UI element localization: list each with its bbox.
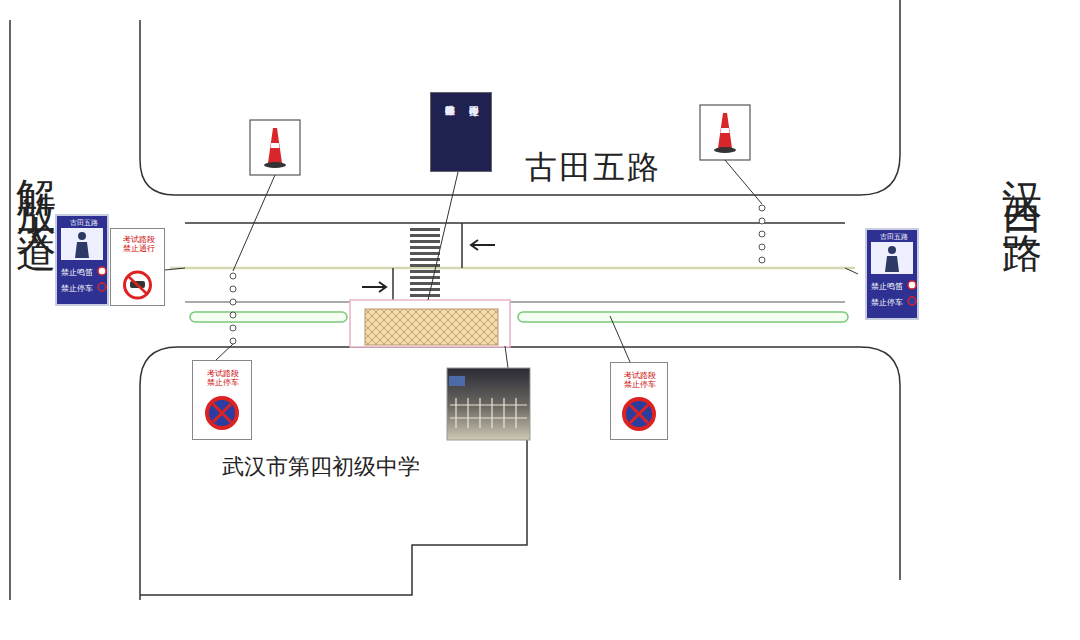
cone-dot: [759, 205, 765, 211]
sign-text: 考试路段 禁止通行: [118, 235, 159, 253]
cone-dot: [759, 218, 765, 224]
no-parking-icon: [98, 283, 106, 291]
leader-line: [428, 172, 458, 300]
block-edge: [9, 20, 11, 600]
cone-dot: [759, 257, 765, 263]
road-name: 解放大道: [14, 148, 58, 220]
school-wall: [140, 415, 527, 595]
prohibition-cross: [630, 405, 648, 423]
police-panel: [871, 242, 913, 274]
cone-base: [714, 147, 736, 153]
police-figure: [75, 242, 89, 258]
traffic-notice-sign: 古田五路禁止鸣笛禁止停车: [865, 228, 919, 320]
traffic-cone: [718, 113, 732, 148]
cone-frame: [250, 120, 300, 175]
sign-text: 禁止停车: [871, 298, 907, 307]
sign-text: 禁止鸣笛: [61, 268, 97, 277]
lane-line: [185, 302, 845, 303]
cone-dot: [230, 273, 236, 279]
lane-line: [170, 267, 855, 270]
cone-dot: [230, 299, 236, 305]
cone-base: [264, 162, 286, 168]
sign-text: 古田五路: [869, 233, 919, 241]
leader-line: [233, 175, 275, 271]
leader-line: [725, 160, 762, 204]
barrier-fence: [450, 398, 527, 428]
green-belt: [190, 312, 347, 322]
block-edge: [140, 0, 900, 195]
lane-line: [185, 222, 845, 224]
no-horn-icon: [908, 281, 916, 289]
no-parking-symbol: [207, 398, 237, 428]
cone-stripe: [721, 128, 730, 133]
road-name: 汉西三路: [1000, 148, 1044, 220]
direction-arrow: [362, 282, 386, 292]
leader-line: [216, 344, 233, 360]
cone-dot: [230, 312, 236, 318]
prohibition-cross: [213, 404, 231, 422]
prohibition-slash: [128, 276, 147, 294]
photo-detail: [449, 376, 465, 386]
no-entry-sign: 考试路段 禁止通行: [110, 228, 165, 306]
cone-stripe: [271, 143, 280, 148]
direction-arrow: [471, 240, 495, 250]
police-figure: [78, 232, 86, 240]
cone-frame: [700, 105, 750, 160]
lane-line: [392, 268, 394, 302]
no-parking-icon: [908, 297, 916, 305]
cone-dot: [759, 244, 765, 250]
crosswalk: [410, 227, 440, 299]
green-belt: [518, 312, 848, 322]
police-figure: [885, 256, 899, 272]
leader-line: [505, 346, 508, 368]
road-name: 古田五路: [525, 150, 661, 185]
traffic-cone: [268, 128, 282, 163]
no-vehicle-symbol: [125, 272, 151, 298]
no-parking-symbol: [624, 399, 654, 429]
no-parking-sign: 考试路段 禁止停车: [610, 362, 668, 440]
leader-line: [610, 316, 630, 362]
lane-line: [461, 223, 463, 268]
school-gate-area: [350, 300, 510, 347]
leader-line: [845, 268, 858, 274]
pickup-stop-sign: 考生即停即走接送临时停车处: [430, 92, 492, 172]
block-edge: [140, 347, 900, 600]
leader-line: [165, 268, 185, 270]
gate-hatch: [365, 309, 498, 345]
cone-dot: [759, 231, 765, 237]
car-icon: [130, 281, 145, 288]
cone-dot: [230, 286, 236, 292]
barrier-photo: [447, 368, 530, 440]
sign-text: 古田五路: [59, 219, 109, 227]
sign-text: 禁止停车: [61, 284, 97, 293]
cone-dot: [230, 325, 236, 331]
sign-text: 考试路段 禁止停车: [620, 371, 660, 389]
sign-text: 考试路段 禁止停车: [203, 369, 243, 387]
traffic-notice-sign: 古田五路禁止鸣笛禁止停车: [55, 214, 109, 306]
no-parking-sign: 考试路段 禁止停车: [192, 360, 252, 440]
cone-dot: [230, 338, 236, 344]
no-horn-icon: [98, 267, 106, 275]
school-name: 武汉市第四初级中学: [222, 455, 420, 479]
police-figure: [888, 246, 896, 254]
police-panel: [61, 228, 103, 260]
sign-text: 禁止鸣笛: [871, 282, 907, 291]
